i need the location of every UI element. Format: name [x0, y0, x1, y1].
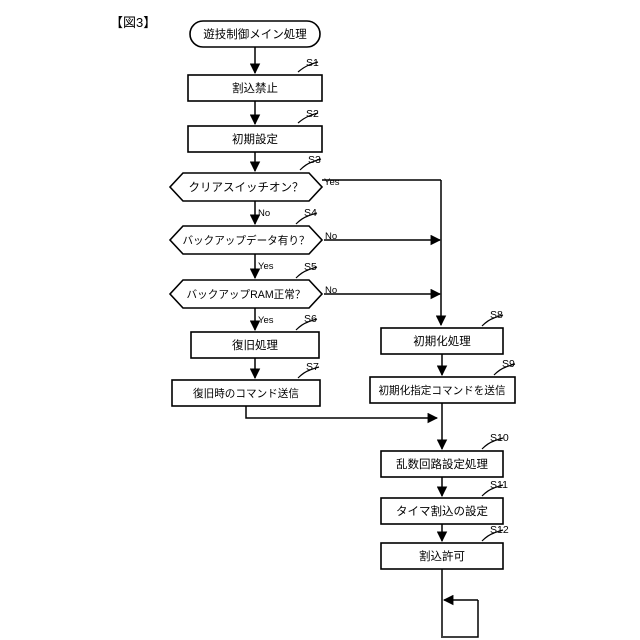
- step-label-s7: S7: [306, 361, 319, 373]
- leader-s12: [481, 529, 504, 542]
- step-label-s5: S5: [304, 261, 317, 273]
- node-s4: [168, 225, 324, 255]
- node-s12: [380, 542, 504, 570]
- node-s6: [190, 331, 320, 359]
- step-label-s11: S11: [490, 479, 508, 491]
- node-s1-label: 割込禁止: [232, 81, 278, 95]
- step-label-s3: S3: [308, 154, 321, 166]
- node-s5-label: バックアップRAM正常？: [187, 288, 306, 301]
- node-s4-label: バックアップデータ有り？: [182, 234, 309, 247]
- figure-title: 【図3】: [110, 15, 156, 30]
- branch-label-s5-yes: Yes: [258, 315, 274, 326]
- step-label-s9: S9: [502, 358, 515, 370]
- step-label-s4: S4: [304, 207, 317, 219]
- leader-s3: [299, 158, 322, 171]
- node-start-label: 遊技制御メイン処理: [203, 27, 307, 41]
- step-label-s6: S6: [304, 313, 317, 325]
- edge-s7-to-s10-trunk: [245, 406, 439, 424]
- node-s12-label: 割込許可: [419, 549, 465, 563]
- leader-s4: [295, 212, 318, 225]
- node-s2: [187, 125, 323, 153]
- node-s1: [187, 74, 323, 102]
- node-s5: [168, 279, 324, 309]
- node-s3: [168, 172, 324, 202]
- leader-s6: [295, 318, 318, 331]
- step-label-s8: S8: [490, 309, 503, 321]
- branch-label-s4-no: No: [325, 231, 337, 242]
- step-label-s2: S2: [306, 108, 319, 120]
- node-s10-label: 乱数回路設定処理: [396, 457, 488, 471]
- node-s11-label: タイマ割込の設定: [396, 504, 488, 518]
- leader-s2: [297, 112, 319, 124]
- node-s8: [380, 327, 504, 355]
- node-s8-label: 初期化処理: [413, 334, 471, 348]
- step-label-s1: S1: [306, 57, 319, 69]
- leader-s9: [493, 363, 516, 376]
- branch-label-s3-no: No: [258, 208, 270, 219]
- leader-s11: [481, 484, 504, 497]
- node-s2-label: 初期設定: [232, 132, 278, 146]
- leader-s10: [481, 437, 504, 450]
- node-s9-label: 初期化指定コマンドを送信: [378, 384, 506, 397]
- leader-s1: [297, 61, 319, 73]
- node-s7-label: 復旧時のコマンド送信: [193, 387, 299, 400]
- step-label-s10: S10: [490, 432, 509, 444]
- branch-label-s4-yes: Yes: [258, 261, 274, 272]
- leader-s7: [297, 366, 320, 379]
- leader-s8: [481, 314, 504, 327]
- node-s3-label: クリアスイッチオン？: [189, 181, 304, 194]
- leader-s5: [295, 266, 318, 279]
- step-label-s12: S12: [490, 524, 509, 536]
- branch-label-s3-yes: Yes: [324, 177, 340, 188]
- node-s6-label: 復旧処理: [232, 338, 278, 352]
- edge-loop-return: [443, 600, 479, 638]
- branch-label-s5-no: No: [325, 285, 337, 296]
